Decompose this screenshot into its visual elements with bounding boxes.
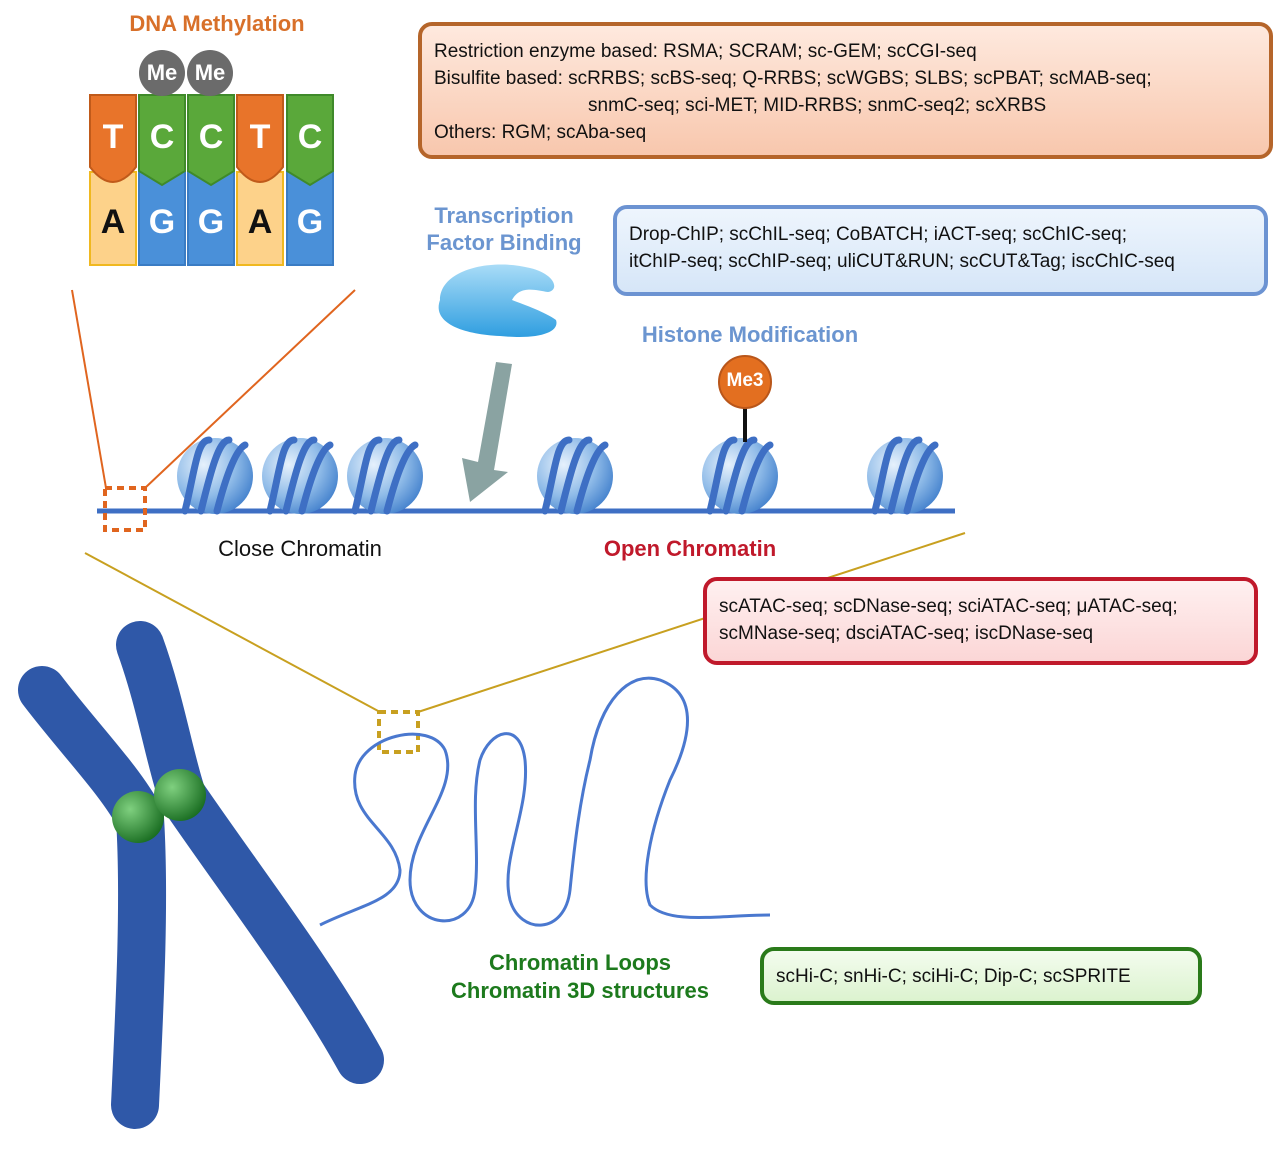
chromatin-loops-title: Chromatin Loops Chromatin 3D structures [430,949,730,1005]
base-letter: A [247,203,273,241]
base-letter: G [148,203,176,241]
dna-wrap [181,436,249,515]
zoom-lines-gold [84,532,966,713]
methods-line: scHi-C; snHi-C; sciHi-C; Dip-C; scSPRITE [776,966,1131,987]
base-top [138,94,186,187]
base-bottom [89,171,137,266]
zoom-lines-orange [71,289,356,489]
methyl-marks [139,50,233,96]
loops-title-line: Chromatin 3D structures [451,978,709,1003]
methods-line: Bisulfite based: scRRBS; scBS-seq; Q-RRB… [434,68,1152,89]
me3-mark-icon [718,355,772,409]
methods-line: scMNase-seq; dsciATAC-seq; iscDNase-seq [719,623,1094,644]
nucleosomes [177,436,943,515]
loops-methods-box: scHi-C; snHi-C; sciHi-C; Dip-C; scSPRITE [760,947,1202,1005]
base-letter: C [198,118,224,156]
base-top [286,94,334,187]
methods-line: Drop-ChIP; scChIL-seq; CoBATCH; iACT-seq… [629,224,1128,245]
dna-wrap [351,436,419,515]
me-label-1: Me [146,60,178,85]
methylation-methods-box: Restriction enzyme based: RSMA; SCRAM; s… [418,22,1273,159]
base-bottom [138,171,186,266]
tf-title-line: Factor Binding [426,230,582,255]
dna-wrap [871,436,939,515]
methods-line: Others: RGM; scAba-seq [434,122,647,143]
close-chromatin-label: Close Chromatin [218,536,382,561]
binding-arrow-icon [462,362,512,502]
base-letter: G [197,203,225,241]
base-top [236,94,284,183]
base-letter: A [100,203,126,241]
loop-zoom-box [377,710,420,754]
dna-methylation-title: DNA Methylation [129,11,305,36]
transcription-factor-icon [438,264,557,338]
base-top [187,94,235,187]
tf-title-line: Transcription [434,203,574,228]
base-letter: C [149,118,175,156]
base-top [89,94,137,183]
tf-binding-title: Transcription Factor Binding [400,202,608,256]
dna-zoom-box [103,486,147,532]
tf-methods-box: Drop-ChIP; scChIL-seq; CoBATCH; iACT-seq… [613,205,1268,296]
base-letter: C [297,118,323,156]
base-bottom [286,171,334,266]
accessibility-methods-box: scATAC-seq; scDNase-seq; sciATAC-seq; μA… [703,577,1258,665]
me-label-2: Me [194,60,226,85]
base-letter: T [102,118,124,156]
histone-modification-title: Histone Modification [641,322,859,347]
base-letter: T [249,118,271,156]
methods-line: scATAC-seq; scDNase-seq; sciATAC-seq; μA… [719,596,1178,617]
methods-line: Restriction enzyme based: RSMA; SCRAM; s… [434,41,977,62]
loops-title-line: Chromatin Loops [488,950,672,975]
dna-wrap [541,436,609,515]
open-chromatin-label: Open Chromatin [603,536,777,561]
methods-line: itChIP-seq; scChIP-seq; uliCUT&RUN; scCU… [629,251,1175,272]
dna-bases [89,94,334,266]
methods-line: snmC-seq; sci-MET; MID-RRBS; snmC-seq2; … [588,95,1047,116]
dna-wrap [266,436,334,515]
chromosome-icon [18,621,384,1129]
base-letter: G [296,203,324,241]
chromatin-loop-fiber [319,676,771,927]
me3-label: Me3 [726,370,764,391]
dna-wrap [706,436,774,515]
